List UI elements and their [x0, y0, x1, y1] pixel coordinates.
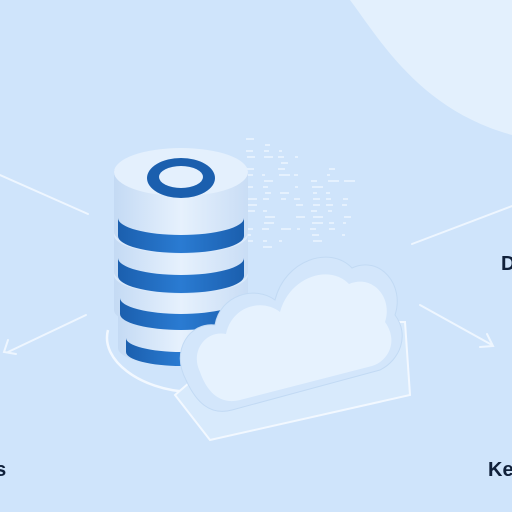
code-dash	[280, 192, 289, 194]
code-dash	[281, 228, 291, 230]
code-dash	[327, 174, 330, 176]
code-dash	[247, 240, 253, 242]
label-bottom-left: es	[0, 459, 7, 481]
arrowhead-bottom-right	[479, 333, 495, 348]
code-dash	[278, 168, 285, 170]
code-dash	[278, 156, 284, 158]
code-dash	[295, 186, 298, 188]
code-dash	[344, 216, 351, 218]
code-dash	[313, 240, 322, 242]
code-dash	[297, 228, 300, 230]
arrow-bottom-left	[7, 314, 87, 353]
code-dash	[312, 186, 323, 188]
code-dash	[263, 246, 272, 248]
data-code-stream	[246, 138, 355, 248]
arrow-top-left	[0, 174, 89, 215]
code-dash	[246, 168, 254, 170]
code-dash	[262, 228, 269, 230]
code-dash	[329, 228, 335, 230]
code-dash	[294, 198, 300, 200]
arrow-bottom-right	[419, 304, 493, 346]
code-dash	[279, 174, 290, 176]
code-dash	[279, 150, 282, 152]
cloud-icon	[179, 256, 403, 412]
code-dash	[343, 222, 346, 224]
code-dash	[265, 192, 271, 194]
code-dash	[295, 156, 298, 158]
code-dash	[263, 210, 267, 212]
code-dash	[265, 216, 275, 218]
code-dash	[312, 222, 323, 224]
code-dash	[246, 150, 253, 152]
code-dash	[263, 240, 267, 242]
code-dash	[264, 180, 273, 182]
code-dash	[342, 204, 347, 206]
code-dash	[328, 210, 332, 212]
code-dash	[281, 162, 288, 164]
code-dash	[310, 228, 316, 230]
code-dash	[264, 222, 274, 224]
code-dash	[313, 192, 317, 194]
code-dash	[312, 234, 319, 236]
arrowhead-bottom-left	[2, 339, 17, 355]
code-dash	[313, 198, 320, 200]
connector-arrows	[0, 174, 512, 355]
code-dash	[329, 222, 334, 224]
arrow-top-right	[411, 205, 512, 245]
code-dash	[246, 186, 253, 188]
code-dash	[313, 204, 320, 206]
label-bottom-right: Ke	[488, 459, 512, 481]
code-dash	[246, 198, 257, 200]
code-dash	[296, 216, 305, 218]
code-dash	[313, 216, 323, 218]
code-dash	[248, 174, 253, 176]
code-dash	[281, 198, 286, 200]
code-dash	[247, 156, 255, 158]
code-dash	[265, 144, 270, 146]
code-dash	[248, 210, 255, 212]
code-dash	[279, 240, 282, 242]
code-dash	[329, 168, 335, 170]
code-dash	[343, 198, 348, 200]
code-dash	[294, 174, 298, 176]
code-dash	[263, 186, 268, 188]
code-dash	[246, 228, 253, 230]
code-dash	[342, 234, 345, 236]
code-dash	[326, 192, 330, 194]
code-dash	[246, 234, 251, 236]
code-dash	[328, 180, 339, 182]
code-dash	[311, 180, 317, 182]
code-dash	[263, 198, 269, 200]
code-dash	[326, 198, 331, 200]
label-top-right: D	[501, 253, 512, 275]
code-dash	[296, 204, 303, 206]
code-dash	[246, 204, 257, 206]
code-dash	[262, 174, 265, 176]
code-dash	[311, 210, 317, 212]
code-dash	[264, 150, 269, 152]
code-dash	[246, 138, 254, 140]
code-dash	[264, 156, 273, 158]
base-ring	[105, 329, 191, 394]
code-dash	[344, 180, 355, 182]
code-dash	[326, 204, 333, 206]
corner-blob	[350, 0, 512, 135]
